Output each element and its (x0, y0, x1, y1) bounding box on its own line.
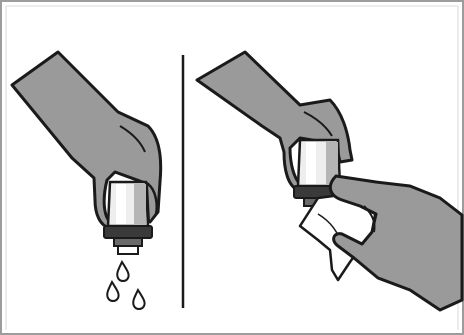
hand-lower-right-icon (328, 174, 464, 312)
shake-panel (10, 50, 163, 310)
ink-drop-icon (116, 259, 130, 282)
hand-left-icon (10, 50, 163, 230)
ink-drop-icon (106, 279, 120, 302)
hand-upper-right-icon (195, 50, 354, 192)
wipe-panel (195, 50, 464, 312)
ink-drop-icon (132, 287, 146, 310)
